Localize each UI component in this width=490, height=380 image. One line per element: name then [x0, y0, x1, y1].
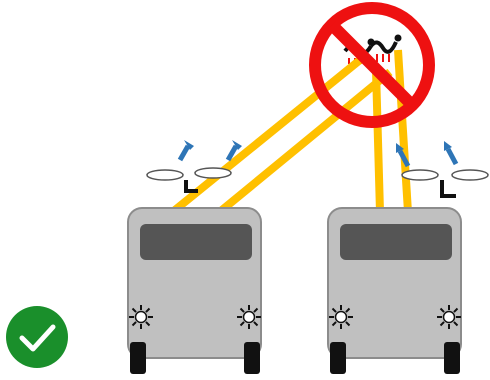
pole-base-disc — [402, 170, 438, 180]
bus-left — [128, 140, 261, 374]
pole-right-bus-2 — [398, 50, 408, 212]
bus-right — [328, 141, 488, 374]
windshield — [340, 224, 452, 260]
windshield — [140, 224, 252, 260]
up-arrow-icon — [444, 141, 456, 164]
wire-hanger-right — [395, 35, 402, 42]
up-arrow-icon — [180, 140, 194, 160]
checkmark-icon — [6, 306, 68, 368]
pole-right-bus-1 — [376, 70, 380, 212]
corner-marker — [186, 180, 198, 191]
corner-marker — [442, 180, 456, 196]
tire — [244, 342, 260, 374]
sun-headlight-icon — [437, 305, 461, 329]
sun-headlight-icon — [129, 305, 153, 329]
sun-headlight-icon — [237, 305, 261, 329]
pole-base-disc — [195, 168, 231, 178]
tire — [330, 342, 346, 374]
pole-base-disc — [147, 170, 183, 180]
pole-left-bus-1 — [175, 60, 360, 210]
prohibition-sign-icon — [315, 8, 429, 122]
wire-hanger-left — [368, 39, 375, 46]
tire — [130, 342, 146, 374]
pole-left-bus-2 — [222, 72, 390, 210]
tire — [444, 342, 460, 374]
sun-headlight-icon — [329, 305, 353, 329]
pole-base-disc — [452, 170, 488, 180]
